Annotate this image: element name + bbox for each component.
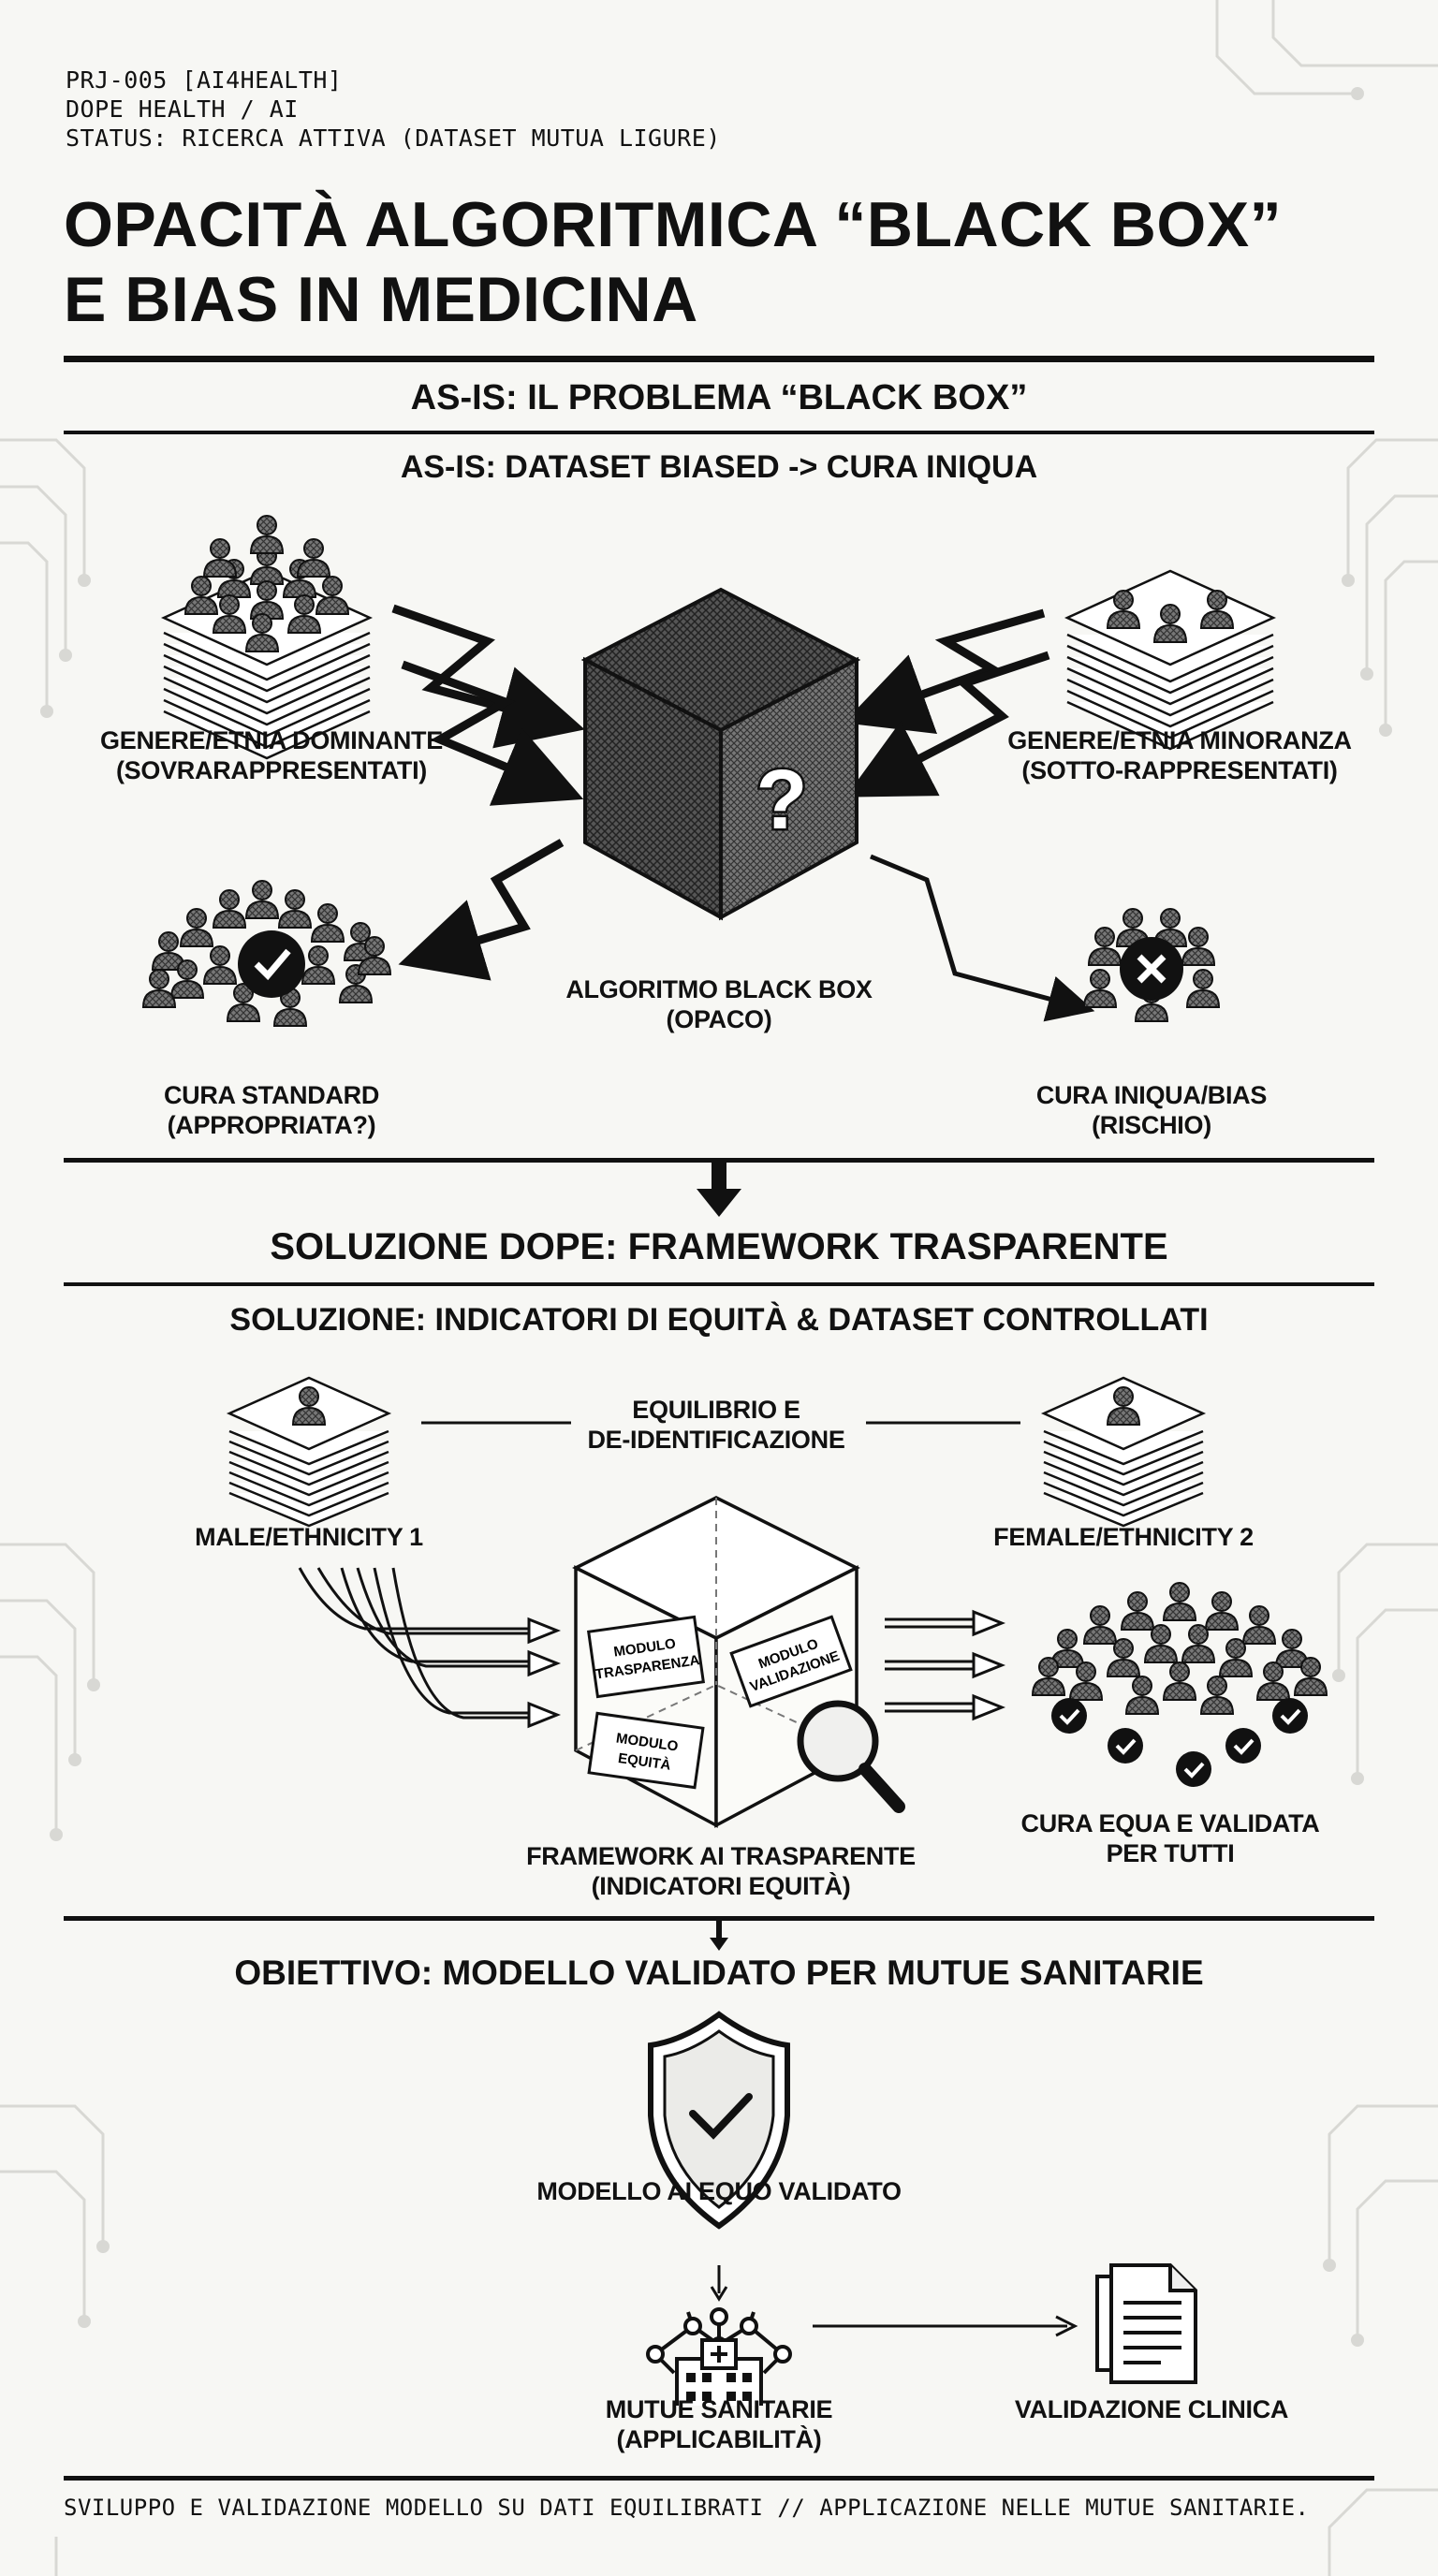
goal-heading: OBIETTIVO: MODELLO VALIDATO PER MUTUE SA… [234, 1954, 1204, 1992]
divider [64, 356, 1374, 362]
unfair-care-label-line: CURA INIQUA/BIAS [1035, 1081, 1268, 1109]
standard-care-label-line: CURA STANDARD [163, 1081, 380, 1109]
footer-text: SVILUPPO E VALIDAZIONE MODELLO SU DATI E… [64, 2495, 1310, 2521]
solution-diagram: MODULO TRASPARENZA MODULO EQUITÀ MODULO … [226, 1376, 1328, 1828]
status-label: STATUS: RICERCA ATTIVA (DATASET MUTUA LI… [66, 124, 721, 152]
goal-diagram [646, 2011, 1197, 2406]
magnifier-icon [797, 1700, 905, 1813]
male-label: MALE/ETHNICITY 1 [195, 1523, 423, 1551]
balance-label-line: EQUILIBRIO E [632, 1396, 800, 1424]
clinical-validation-label: VALIDAZIONE CLINICA [1014, 2395, 1289, 2423]
standard-care-label-line: (APPROPRIATA?) [167, 1111, 376, 1139]
shield-check-icon [648, 2011, 790, 2230]
minority-label-line: GENERE/ETNIA MINORANZA [1007, 726, 1352, 754]
fair-care-label-line: PER TUTTI [1106, 1839, 1235, 1867]
asis-diagram: ? [142, 515, 1277, 1027]
standard-care-label: CURA STANDARD (APPROPRIATA?) [103, 1080, 440, 1140]
project-id: PRJ-005 [AI4HEALTH] [66, 66, 343, 94]
balance-label: EQUILIBRIO E DE-IDENTIFICAZIONE [548, 1395, 885, 1455]
unfair-care-label: CURA INIQUA/BIAS (RISCHIO) [983, 1080, 1320, 1140]
blackbox-label: ALGORITMO BLACK BOX (OPACO) [532, 974, 906, 1034]
blackbox-label-line: ALGORITMO BLACK BOX [565, 975, 873, 1003]
module-equity-box: MODULO EQUITÀ [587, 1711, 705, 1790]
module-transparency-box: MODULO TRASPARENZA [586, 1615, 706, 1699]
document-icon [1095, 2263, 1197, 2384]
framework-label-line: (INDICATORI EQUITÀ) [591, 1872, 851, 1900]
unfair-care-group-icon [1083, 908, 1220, 1022]
female-label: FEMALE/ETHNICITY 2 [993, 1523, 1254, 1551]
down-arrow-icon [697, 1163, 741, 1217]
black-box-cube-icon: ? [580, 587, 861, 921]
divider [64, 1158, 1374, 1163]
divider [64, 1916, 1374, 1921]
mutue-label-line: (APPLICABILITÀ) [616, 2425, 822, 2453]
fair-care-label-line: CURA EQUA E VALIDATA [1020, 1809, 1320, 1837]
page-title: OPACITÀ ALGORITMICA “BLACK BOX” E BIAS I… [64, 187, 1282, 337]
question-mark: ? [756, 754, 808, 847]
standard-care-group-icon [142, 880, 391, 1027]
asis-heading: AS-IS: IL PROBLEMA “BLACK BOX” [410, 378, 1028, 417]
model-label: MODELLO AI EQUO VALIDATO [536, 2177, 902, 2205]
divider [64, 431, 1374, 434]
small-down-arrow-icon [710, 1921, 728, 1951]
framework-label-line: FRAMEWORK AI TRASPARENTE [526, 1842, 916, 1870]
transparent-framework-cube-icon: MODULO TRASPARENZA MODULO EQUITÀ MODULO … [572, 1496, 905, 1828]
title-line-2: E BIAS IN MEDICINA [64, 264, 698, 335]
title-line-1: OPACITÀ ALGORITMICA “BLACK BOX” [64, 189, 1283, 260]
org-label: DOPE HEALTH / AI [66, 95, 299, 123]
dominant-dataset-icon [160, 515, 374, 760]
fair-care-group-icon [1032, 1582, 1328, 1789]
blackbox-label-line: (OPACO) [666, 1005, 772, 1033]
solution-heading: SOLUZIONE DOPE: FRAMEWORK TRASPARENTE [270, 1226, 1168, 1267]
dominant-label-line: GENERE/ETNIA DOMINANTE [100, 726, 443, 754]
dominant-label-line: (SOVRARAPPRESENTATI) [115, 756, 427, 784]
minority-label: GENERE/ETNIA MINORANZA (SOTTO-RAPPRESENT… [974, 725, 1386, 785]
hospital-network-icon [646, 2307, 792, 2406]
unfair-care-label-line: (RISCHIO) [1092, 1111, 1211, 1139]
minority-label-line: (SOTTO-RAPPRESENTATI) [1021, 756, 1338, 784]
framework-label: FRAMEWORK AI TRASPARENTE (INDICATORI EQU… [506, 1841, 936, 1901]
fair-care-label: CURA EQUA E VALIDATA PER TUTTI [983, 1808, 1357, 1868]
dominant-label: GENERE/ETNIA DOMINANTE (SOVRARAPPRESENTA… [66, 725, 477, 785]
solution-subheading: SOLUZIONE: INDICATORI DI EQUITÀ & DATASE… [229, 1302, 1209, 1338]
male-dataset-icon [226, 1376, 392, 1528]
balance-label-line: DE-IDENTIFICAZIONE [587, 1426, 845, 1454]
female-dataset-icon [1040, 1376, 1207, 1528]
mutue-label: MUTUE SANITARIE (APPLICABILITÀ) [532, 2394, 906, 2454]
mutue-label-line: MUTUE SANITARIE [605, 2395, 833, 2423]
asis-subheading: AS-IS: DATASET BIASED -> CURA INIQUA [400, 449, 1038, 485]
x-icon [1120, 937, 1183, 1001]
check-icon [238, 930, 305, 998]
minority-dataset-icon [1064, 569, 1277, 751]
divider [64, 2476, 1374, 2481]
divider [64, 1282, 1374, 1286]
